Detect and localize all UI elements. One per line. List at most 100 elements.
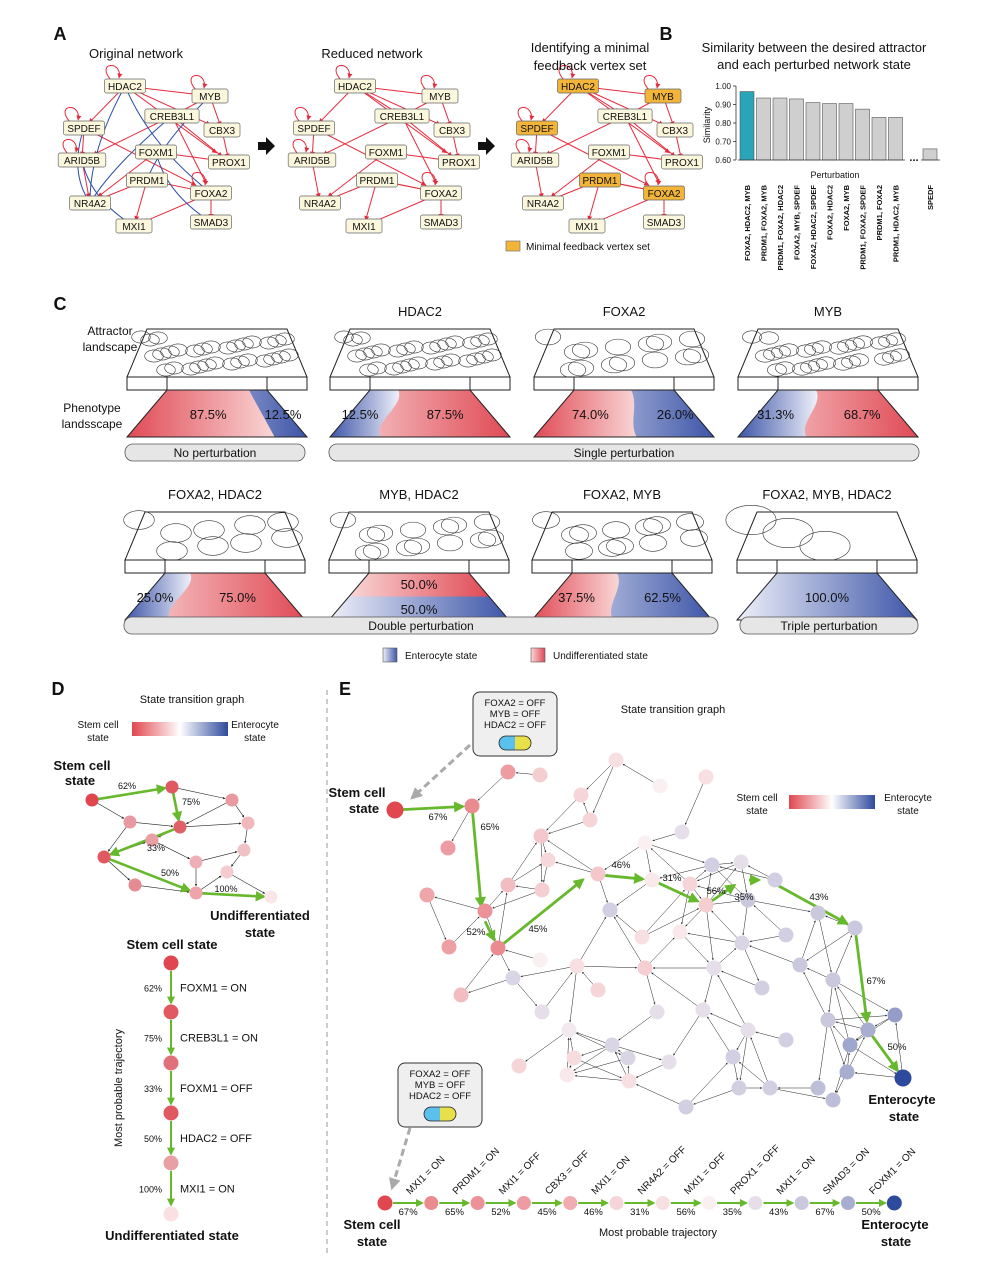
panel-e-edge xyxy=(755,1031,780,1039)
mfvs-self-loop xyxy=(517,107,535,123)
original-node-prdm1: PRDM1 xyxy=(129,176,164,187)
panel-d-traj-node xyxy=(163,1055,179,1071)
panel-e-edge-pct: 56% xyxy=(706,886,726,897)
original-edge xyxy=(171,115,207,185)
perturbation-pill-label: Triple perturbation xyxy=(781,619,878,633)
panel-e-edge xyxy=(618,1046,662,1061)
original-node-box xyxy=(203,122,241,138)
panel-e-edge xyxy=(492,892,536,909)
attractor-basin xyxy=(197,536,229,556)
panel-e-state-node xyxy=(620,1050,636,1066)
original-node-prox1: PROX1 xyxy=(212,158,246,169)
capsule-icon xyxy=(423,1106,457,1122)
phenotype-top-region xyxy=(349,573,489,597)
panel-e-state-node xyxy=(534,1004,550,1020)
panel-label-e: E xyxy=(339,679,351,699)
panel-e-edge xyxy=(690,1062,728,1103)
phenotype-pct-right: 75.0% xyxy=(219,590,256,605)
phenotype-left-region xyxy=(330,390,400,437)
attractor-basin xyxy=(808,358,828,372)
original-node-box xyxy=(144,108,200,124)
attractor-basin xyxy=(392,360,412,374)
panel-e-state-node xyxy=(842,1037,858,1053)
attractor-basin xyxy=(470,334,490,348)
mfvs-node-spdef: SPDEF xyxy=(520,124,553,135)
reduced-node-arid5b: ARID5B xyxy=(294,156,330,167)
panel-e-edge-pct: 31% xyxy=(662,873,682,884)
attractor-basin xyxy=(643,516,671,534)
panel-e-state-node xyxy=(887,1007,903,1023)
panel-d-state-node xyxy=(97,850,111,864)
panel-e-state-node xyxy=(820,1012,836,1028)
reduced-node-box xyxy=(420,214,462,230)
panel-e-traj-label: FOXM1 = ON xyxy=(867,1146,918,1197)
mfvs-node-mxi1: MXI1 xyxy=(575,222,599,233)
bar-category-label: PRDM1, HDAC2, MYB xyxy=(892,184,901,262)
panel-e-edge xyxy=(613,916,642,963)
mfvs-title-line1: Identifying a minimal xyxy=(531,40,650,55)
attractor-basin xyxy=(775,361,795,375)
attractor-basin xyxy=(841,355,861,369)
panel-e-edge xyxy=(744,949,759,981)
y-axis-label: Similarity xyxy=(702,106,712,143)
panel-d-traj-start: Stem cell state xyxy=(126,937,217,952)
bar-category-label: FOXA2, MYB, SPDEF xyxy=(793,185,802,260)
attractor-basin xyxy=(367,361,387,375)
original-node-hdac2: HDAC2 xyxy=(108,82,142,93)
panel-e-state-node xyxy=(590,982,606,998)
landscape-frame-inner xyxy=(571,559,673,574)
panel-e-state-node xyxy=(566,1050,582,1066)
attractor-basin xyxy=(642,351,668,369)
panel-d-edge-pct: 33% xyxy=(147,843,165,853)
panel-e-edge-pct: 43% xyxy=(809,892,829,903)
reduced-self-loop xyxy=(421,172,439,188)
attractor-basin xyxy=(675,348,701,366)
panel-e-edge xyxy=(525,1033,564,1062)
panel-e-edge xyxy=(465,954,494,990)
attractor-basin xyxy=(271,528,303,548)
panel-d-edge xyxy=(177,787,226,800)
panel-d-traj-node xyxy=(163,1004,179,1020)
panel-e-edge xyxy=(712,900,741,905)
phenotype-left-region xyxy=(532,573,619,620)
original-node-foxa2: FOXA2 xyxy=(195,189,228,200)
panel-d-state-node xyxy=(264,890,278,904)
original-self-loop xyxy=(191,172,209,188)
mfvs-node-hdac2: HDAC2 xyxy=(561,82,595,93)
landscape-title: MYB xyxy=(814,304,842,319)
phenotype-pct-left: 12.5% xyxy=(342,407,379,422)
original-node-creb3l1: CREB3L1 xyxy=(150,112,195,123)
panel-d-traj-node xyxy=(163,1206,179,1222)
attractor-landscape xyxy=(736,511,918,561)
bar xyxy=(888,117,903,161)
panel-d-traj-label: FOXM1 = OFF xyxy=(180,1083,253,1095)
reduced-node-smad3: SMAD3 xyxy=(424,218,459,229)
attractor-basin xyxy=(767,363,787,377)
mfvs-node-box xyxy=(643,185,685,201)
panel-e-traj-node xyxy=(470,1196,485,1210)
panel-d-traj-pct: 75% xyxy=(144,1034,162,1044)
landscape-title: FOXA2, MYB xyxy=(583,487,661,502)
panel-e-edge xyxy=(511,842,537,880)
panel-d-traj-pct: 100% xyxy=(139,1185,162,1195)
phenotype-pct-left: 74.0% xyxy=(572,407,609,422)
phenotype-landscape-outline xyxy=(735,572,919,621)
panel-e-edge xyxy=(546,972,573,1007)
panel-e-edge xyxy=(651,972,698,1007)
panel-e-start-2: state xyxy=(349,801,379,816)
original-self-loop xyxy=(64,107,82,123)
original-node-spdef: SPDEF xyxy=(67,124,100,135)
y-tick-label: 1.00 xyxy=(715,82,731,91)
panel-e-traj-pct: 31% xyxy=(630,1207,650,1218)
reduced-node-box xyxy=(433,122,471,138)
panel-e-edge xyxy=(806,931,850,961)
attractor-basin xyxy=(234,515,266,535)
panel-e-edge xyxy=(542,866,547,883)
original-node-box xyxy=(208,154,250,170)
panel-d-edge xyxy=(244,828,248,844)
panel-d-state-node xyxy=(189,886,203,900)
